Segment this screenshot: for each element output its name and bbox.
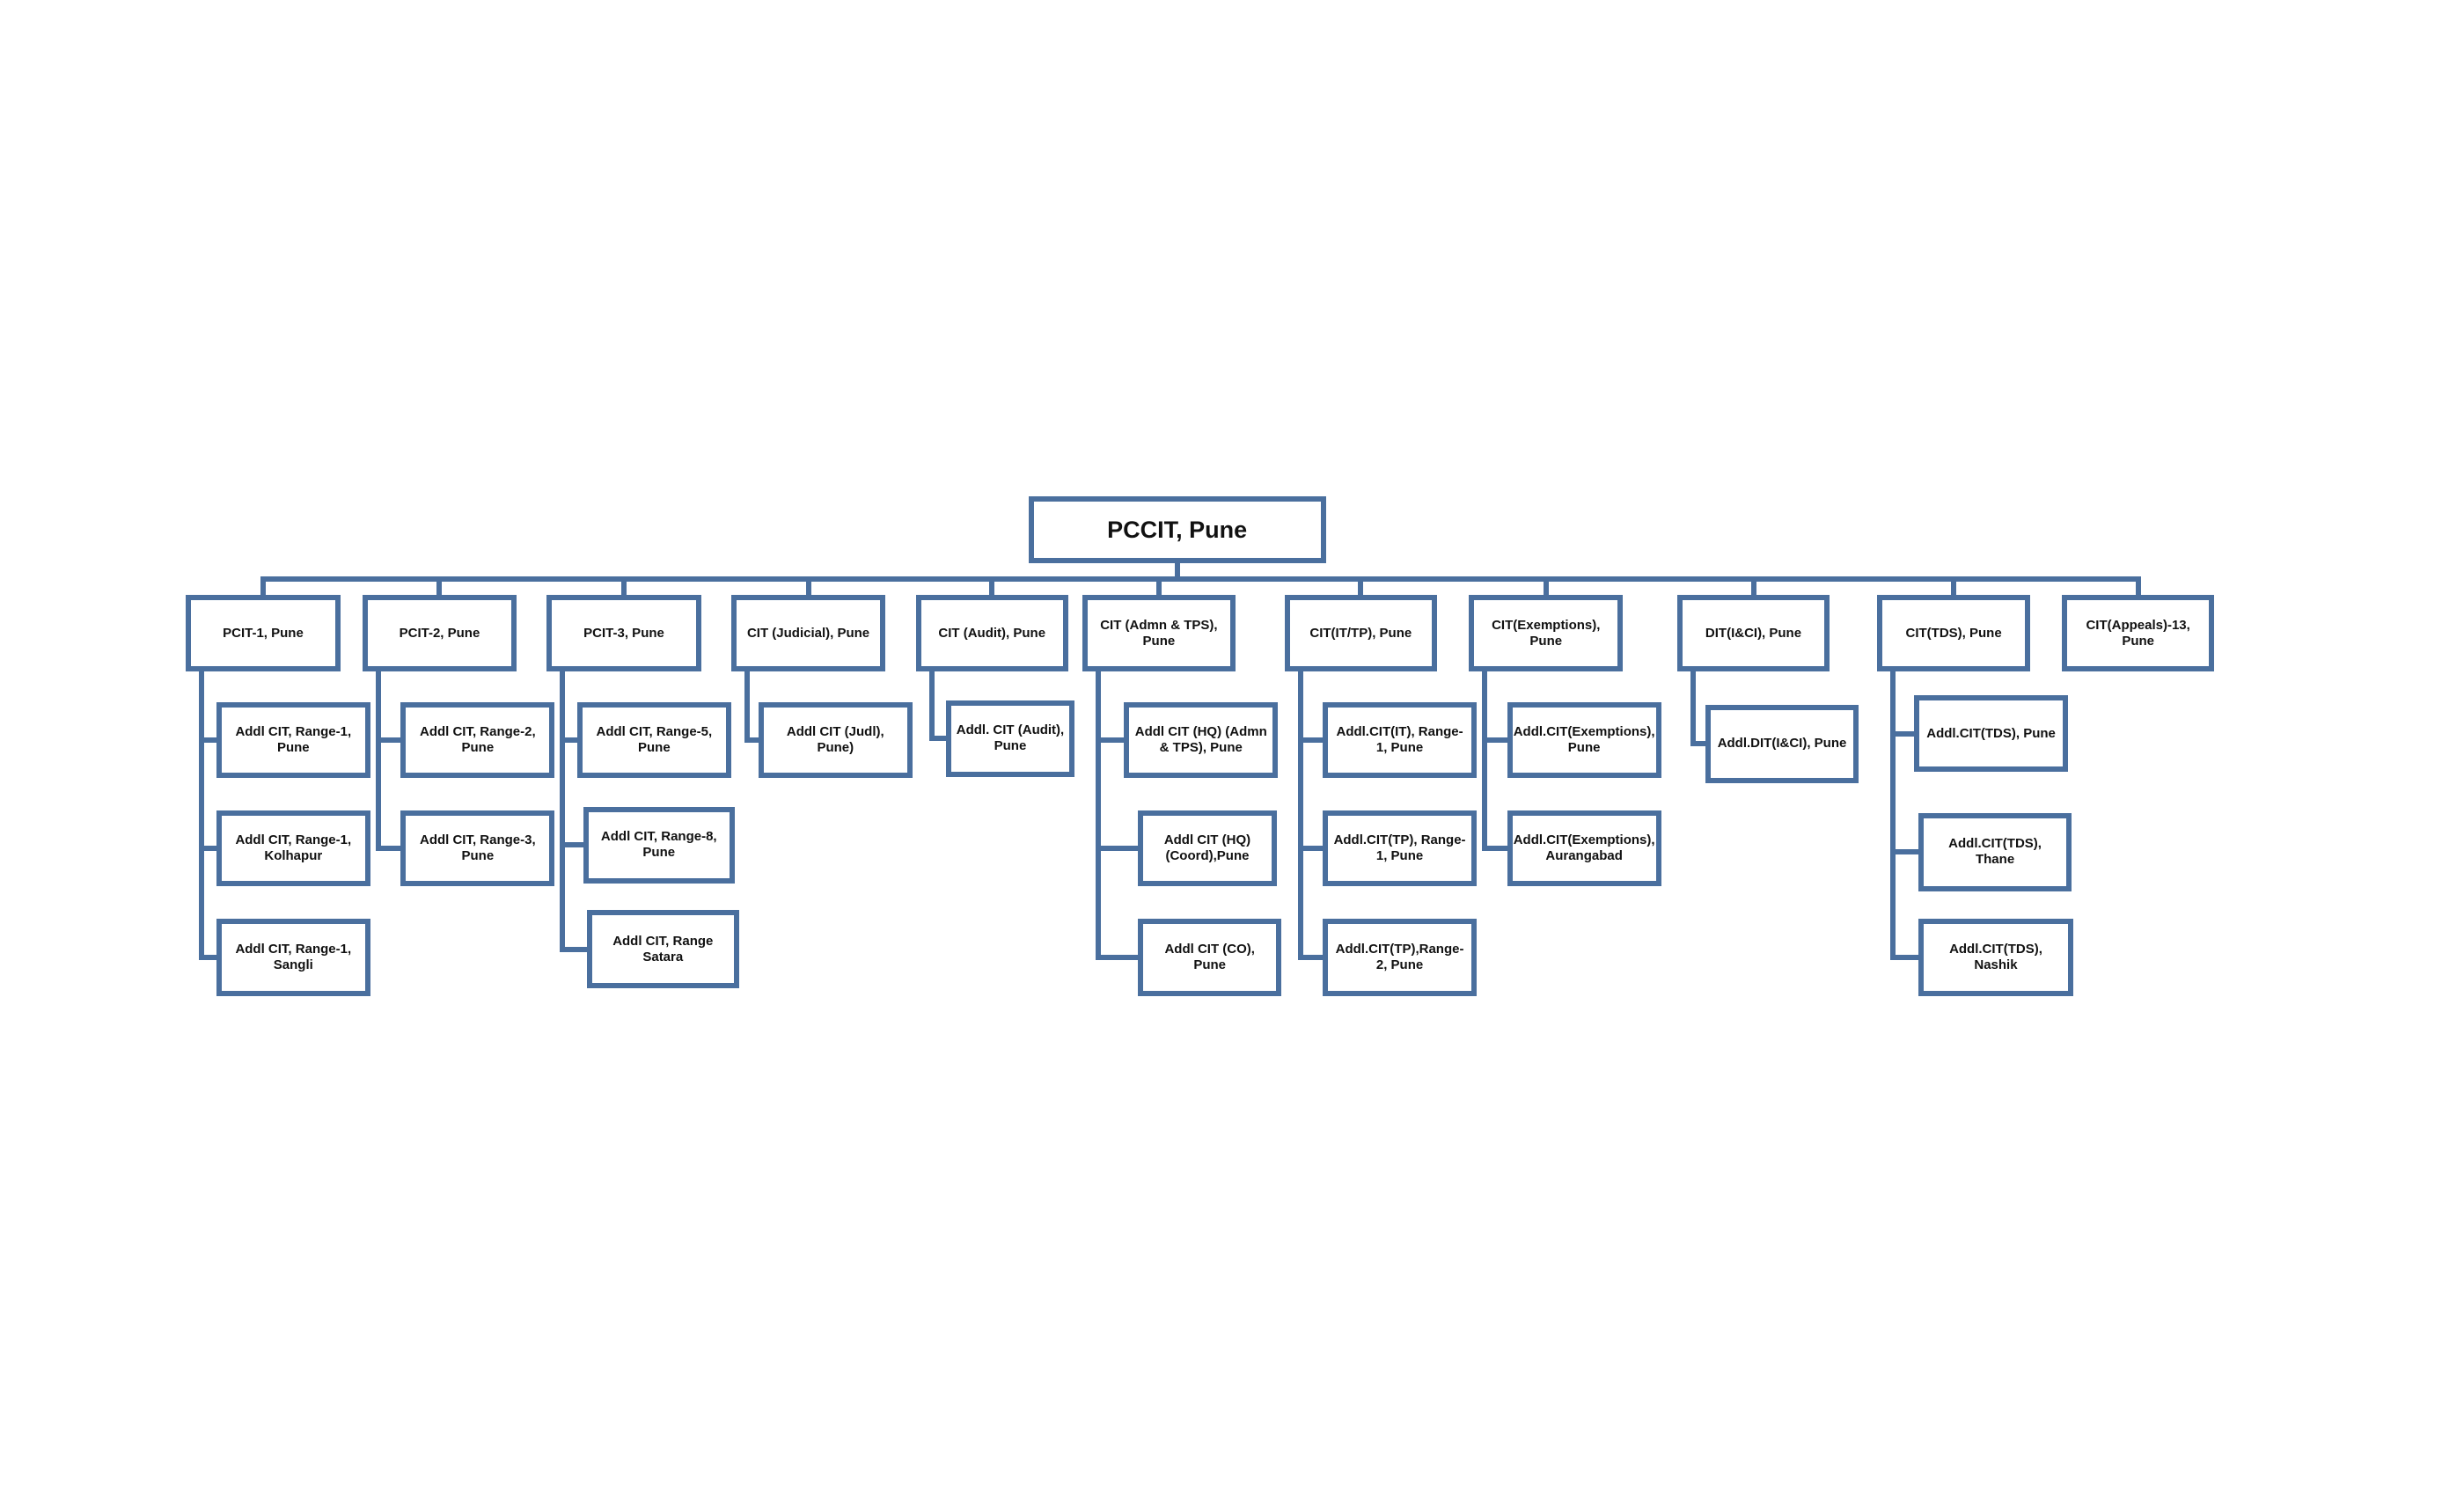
- child-connector: [1096, 845, 1139, 851]
- child-connector: [1482, 845, 1507, 851]
- child-node-addl-cit-range-5-pune: Addl CIT, Range-5, Pune: [576, 701, 731, 779]
- branch-node-pcit-3-pune: PCIT-3, Pune: [546, 595, 701, 672]
- child-spine: [1297, 671, 1303, 960]
- branch-node-pcit-2-pune: PCIT-2, Pune: [362, 595, 517, 672]
- root-connector: [1174, 563, 1180, 580]
- root-node-pccit: PCCIT, Pune: [1028, 496, 1326, 564]
- child-node-addl-dit-i-ci-pune: Addl.DIT(I&CI), Pune: [1705, 705, 1859, 783]
- child-node-addl-cit-hq-coord-pune: Addl CIT (HQ)(Coord),Pune: [1138, 810, 1277, 887]
- branch-connector: [436, 579, 443, 596]
- child-node-addl-cit-hq-admn-tps-pune: Addl CIT (HQ) (Admn & TPS), Pune: [1124, 701, 1279, 779]
- branch-node-cit-appeals-13-pune: CIT(Appeals)-13, Pune: [2061, 595, 2215, 672]
- child-node-addl-cit-range-1-sangli: Addl CIT, Range-1, Sangli: [216, 918, 370, 997]
- child-connector: [199, 737, 216, 743]
- branch-connector: [1951, 579, 1957, 596]
- child-node-addl-cit-tp-range-1-pune: Addl.CIT(TP), Range-1, Pune: [1322, 810, 1478, 887]
- branch-node-cit-tds-pune: CIT(TDS), Pune: [1877, 595, 2030, 672]
- child-node-addl-cit-range-2-pune: Addl CIT, Range-2, Pune: [400, 701, 555, 779]
- child-node-addl-cit-range-1-pune: Addl CIT, Range-1, Pune: [216, 701, 370, 779]
- child-node-addl-cit-it-range-1-pune: Addl.CIT(IT), Range-1, Pune: [1322, 701, 1478, 779]
- branch-node-cit-judicial-pune: CIT (Judicial), Pune: [730, 595, 886, 672]
- child-node-addl-cit-exemptions-aurangabad: Addl.CIT(Exemptions), Aurangabad: [1507, 810, 1661, 887]
- child-node-addl-cit-range-satara: Addl CIT, Range Satara: [586, 910, 739, 989]
- branch-connector: [989, 579, 995, 596]
- child-connector: [199, 845, 216, 851]
- horizontal-bus: [260, 576, 2141, 583]
- branch-connector: [621, 579, 627, 596]
- branch-node-cit-it-tp-pune: CIT(IT/TP), Pune: [1284, 595, 1438, 672]
- child-spine: [1690, 671, 1696, 747]
- child-node-addl-cit-range-8-pune: Addl CIT, Range-8, Pune: [583, 806, 735, 884]
- child-connector: [1297, 845, 1323, 851]
- branch-connector: [2135, 579, 2141, 596]
- child-connector: [1297, 954, 1323, 960]
- branch-connector: [1750, 579, 1756, 596]
- child-spine: [1890, 671, 1896, 960]
- branch-node-cit-exemptions-pune: CIT(Exemptions), Pune: [1469, 595, 1624, 672]
- child-node-addl-cit-judl-pune: Addl CIT (Judl), Pune): [758, 701, 913, 779]
- child-connector: [1096, 954, 1139, 960]
- child-spine: [1482, 671, 1488, 851]
- child-connector: [199, 954, 216, 960]
- child-node-addl-cit-tp-range-2-pune: Addl.CIT(TP),Range-2, Pune: [1322, 918, 1478, 997]
- branch-node-pcit-1-pune: PCIT-1, Pune: [186, 595, 341, 672]
- child-connector: [1890, 849, 1919, 855]
- child-spine: [1096, 671, 1102, 960]
- branch-node-cit-audit-pune: CIT (Audit), Pune: [915, 595, 1068, 672]
- branch-connector: [805, 579, 811, 596]
- child-node-addl-cit-audit-pune: Addl. CIT (Audit), Pune: [945, 700, 1075, 777]
- child-node-addl-cit-exemptions-pune: Addl.CIT(Exemptions), Pune: [1507, 701, 1661, 779]
- child-connector: [1890, 730, 1914, 737]
- branch-node-dit-i-ci-pune: DIT(I&CI), Pune: [1676, 595, 1830, 672]
- child-connector: [1690, 741, 1706, 747]
- branch-connector: [1155, 579, 1162, 596]
- child-connector: [1482, 737, 1507, 743]
- child-spine: [744, 671, 751, 743]
- child-node-addl-cit-tds-nashik: Addl.CIT(TDS), Nashik: [1918, 918, 2073, 997]
- branch-connector: [1358, 579, 1364, 596]
- branch-node-cit-admn-tps-pune: CIT (Admn & TPS), Pune: [1082, 595, 1236, 672]
- branch-connector: [1543, 579, 1549, 596]
- child-node-addl-cit-range-3-pune: Addl CIT, Range-3, Pune: [400, 810, 555, 887]
- child-node-addl-cit-tds-pune: Addl.CIT(TDS), Pune: [1913, 695, 2069, 773]
- branch-connector: [260, 579, 266, 596]
- child-spine: [928, 671, 935, 742]
- child-spine: [375, 671, 381, 851]
- child-connector: [560, 842, 583, 848]
- child-connector: [375, 737, 401, 743]
- child-connector: [1890, 954, 1919, 960]
- child-connector: [1096, 737, 1125, 743]
- child-node-addl-cit-range-1-kolhapur: Addl CIT, Range-1, Kolhapur: [216, 810, 370, 887]
- child-connector: [560, 946, 587, 952]
- child-connector: [375, 845, 401, 851]
- child-connector: [928, 736, 946, 742]
- child-node-addl-cit-co-pune: Addl CIT (CO), Pune: [1138, 918, 1281, 997]
- child-connector: [560, 737, 577, 743]
- child-spine: [560, 671, 566, 952]
- child-spine: [199, 671, 205, 960]
- child-connector: [1297, 737, 1323, 743]
- child-node-addl-cit-tds-thane: Addl.CIT(TDS), Thane: [1918, 813, 2072, 891]
- child-connector: [744, 737, 759, 743]
